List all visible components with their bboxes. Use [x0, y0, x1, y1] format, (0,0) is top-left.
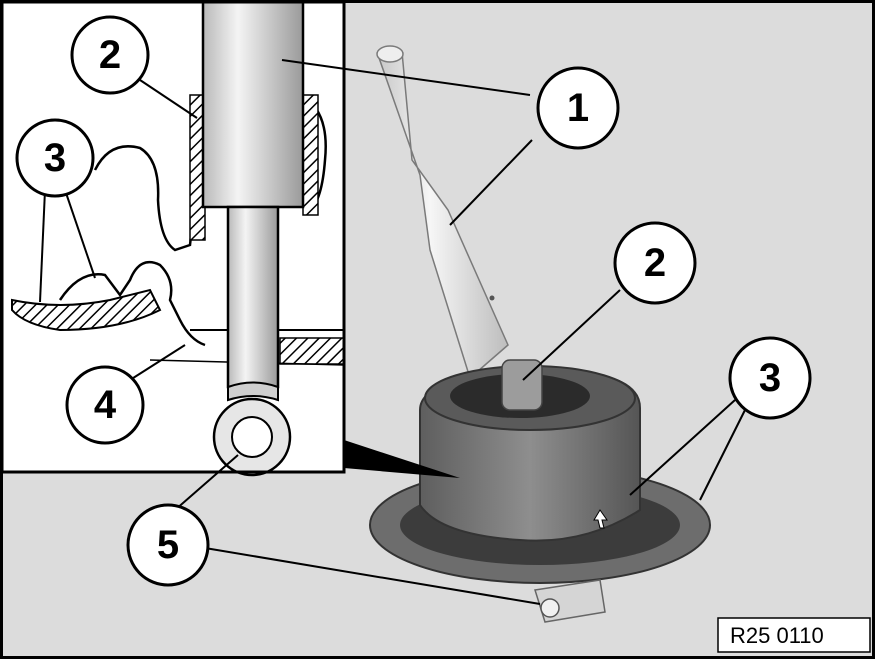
arrow-marker-icon — [593, 509, 608, 529]
pivot-eye — [540, 598, 560, 618]
leader-2-photo — [522, 289, 621, 381]
leader-5-photo — [204, 547, 541, 605]
callout-4-label: 4 — [94, 383, 117, 427]
callout-5: 5 — [126, 503, 210, 587]
boot-collar-section — [189, 94, 206, 241]
leader-3-photo-b — [699, 409, 746, 501]
callout-5-label: 5 — [157, 523, 179, 567]
inset-frame — [0, 0, 346, 474]
leader-1-inset — [281, 59, 531, 96]
callout-1: 1 — [536, 66, 620, 150]
callouts: 1 2 2 3 3 4 5 — [15, 15, 812, 587]
lever-rod — [226, 205, 280, 389]
callout-3-inset: 3 — [15, 118, 95, 198]
callout-1-label: 1 — [567, 86, 589, 130]
lever-dot — [489, 295, 495, 301]
lever-tube — [201, 0, 305, 209]
leader-5-inset — [174, 454, 239, 511]
leader-2-inset — [139, 79, 198, 119]
floor-plate-section — [279, 337, 345, 365]
reference-code-box: R25 0110 — [717, 617, 871, 653]
leader-lines — [39, 59, 746, 605]
leader-3-inset-a — [39, 189, 46, 303]
callout-3-main: 3 — [728, 336, 812, 420]
callout-3-inset-label: 3 — [44, 136, 66, 180]
cross-section-inset — [0, 0, 460, 478]
seal-lip — [11, 288, 162, 332]
inset-pointer — [344, 440, 460, 478]
ball-joint-bore — [231, 416, 273, 458]
rod-neck — [227, 381, 279, 402]
leader-3-photo-a — [629, 399, 736, 496]
callout-2-main: 2 — [613, 221, 697, 305]
reference-code: R25 0110 — [730, 623, 824, 648]
shift-lever-photo — [369, 45, 711, 623]
callout-3-main-label: 3 — [759, 356, 781, 400]
callout-2-main-label: 2 — [644, 241, 666, 285]
leader-4 — [129, 344, 186, 381]
callout-2-inset: 2 — [70, 15, 150, 95]
boot-collar-section-right — [302, 94, 319, 216]
callout-4: 4 — [65, 365, 145, 445]
callout-2-inset-label: 2 — [99, 33, 121, 77]
leader-3-inset-b — [64, 189, 96, 279]
lever-tip — [376, 45, 404, 63]
leader-1-photo — [449, 139, 533, 226]
